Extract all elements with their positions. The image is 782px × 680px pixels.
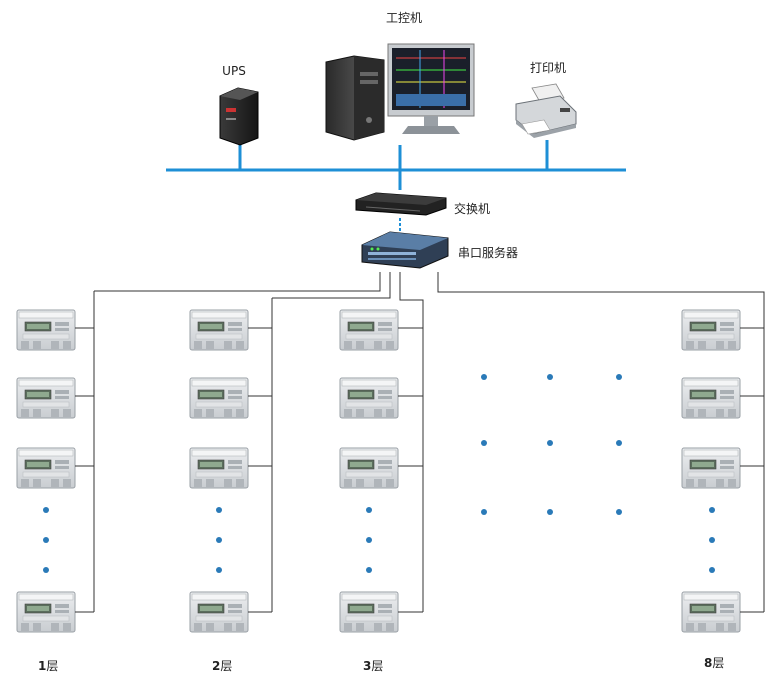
meter-icon: [339, 447, 399, 489]
network-bus: [166, 140, 626, 232]
meter-icon: [681, 309, 741, 351]
meter-icon: [339, 591, 399, 633]
meter-icon: [16, 377, 76, 419]
floor-3-meters: [339, 309, 423, 633]
meter-icon: [339, 377, 399, 419]
floor-label-1: 1层: [38, 659, 58, 673]
switch-label: 交换机: [454, 201, 490, 216]
meter-icon: [189, 591, 249, 633]
floor-2-meters: [189, 298, 273, 633]
network-switch-icon: [355, 192, 447, 216]
trunk-wires: [94, 272, 765, 612]
meter-icon: [16, 447, 76, 489]
serial-server-icon: [361, 231, 449, 269]
floor-8-meters: [681, 309, 764, 633]
meter-icon: [339, 309, 399, 351]
meter-icon: [16, 591, 76, 633]
ups-icon: [219, 87, 259, 146]
meter-icon: [681, 591, 741, 633]
floor-label-8: 8层: [704, 656, 724, 670]
floor-1-meters: [16, 291, 95, 633]
floor-label-2: 2层: [212, 659, 232, 673]
printer-icon: [515, 83, 577, 138]
meter-icon: [681, 447, 741, 489]
ipc-label: 工控机: [386, 11, 422, 25]
meter-icon: [189, 309, 249, 351]
floor-label-3: 3层: [363, 659, 383, 673]
meter-icon: [681, 377, 741, 419]
ellipsis-dots: [481, 374, 622, 515]
serial-server-label: 串口服务器: [458, 245, 518, 260]
meter-icon: [189, 377, 249, 419]
ups-label: UPS: [222, 64, 246, 78]
printer-label: 打印机: [530, 61, 566, 75]
computer-tower-monitor-icon: [325, 43, 475, 141]
meter-icon: [16, 309, 76, 351]
meter-icon: [189, 447, 249, 489]
